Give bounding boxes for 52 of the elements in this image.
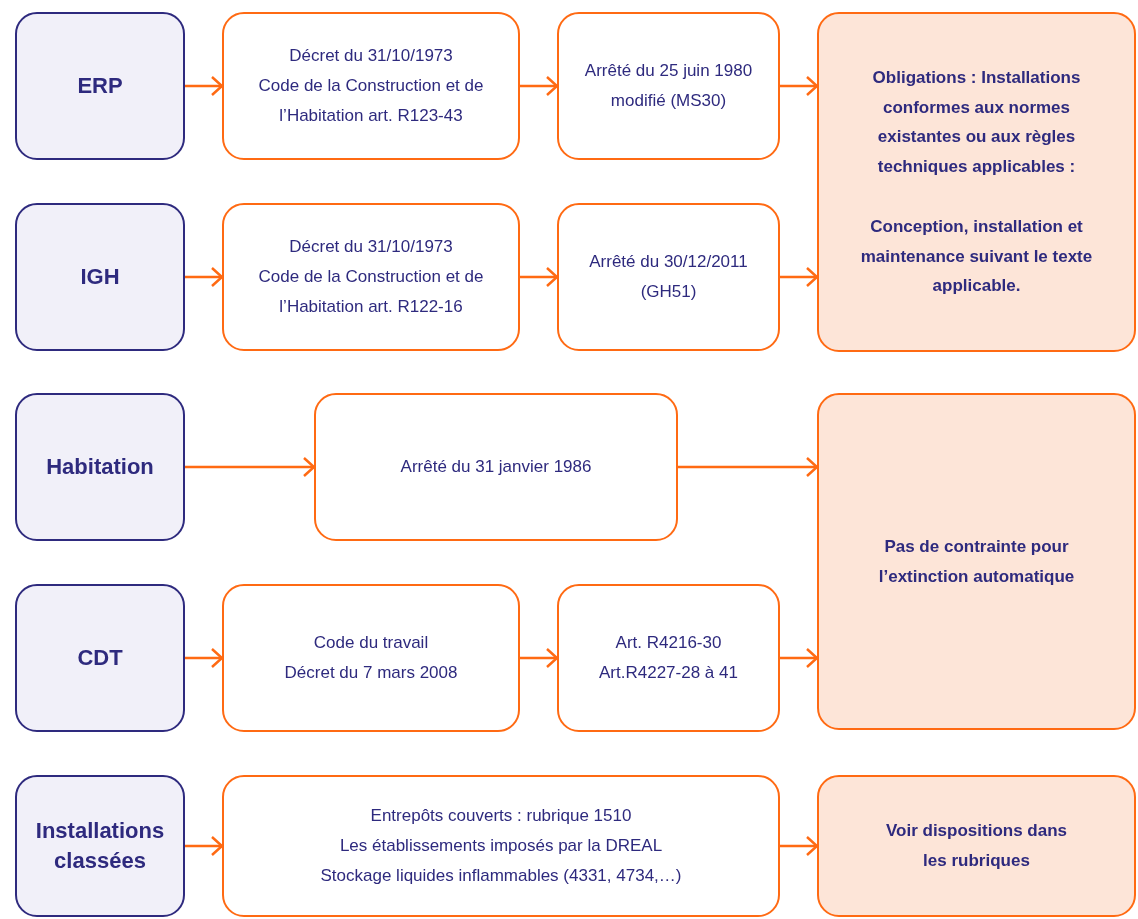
regulation-box [222,775,780,917]
node-text: Art.R4227-28 à 41 [598,662,739,684]
regulation-box [222,203,520,351]
node-text: Obligations : Installations conformes aux normes existantes ou aux règles techniques applicables : [871,66,1082,179]
regulation-box [557,12,780,160]
arrow [520,75,559,97]
arrow [185,835,224,857]
category-box [15,393,185,541]
node-text: ERP [76,72,124,101]
node-text: Décret du 7 mars 2008 [283,662,459,684]
regulation-box [314,393,678,541]
arrow [185,647,224,669]
node-text: Décret du 31/10/1973 [288,236,454,259]
arrow [780,835,819,857]
node-text: Code du travail [312,632,430,655]
node-text: Installations classées [34,817,166,875]
category-box [15,203,185,351]
node-text: Pas de contrainte pour l’extinction automatique [877,535,1076,588]
node-text: Stockage liquides inflammables (4331, 4734,…) [319,864,683,887]
node-text: Voir dispositions dans les rubriques [884,820,1068,872]
regulation-box [557,203,780,351]
node-text: CDT [76,644,124,673]
arrow [678,456,819,478]
arrow [185,266,224,288]
node-text: Arrêté du 25 juin 1980 modifié (MS30) [583,60,754,112]
arrow [780,647,819,669]
node-text: Conception, installation et maintenance suivant le texte applicable. [859,215,1094,298]
category-box [15,584,185,732]
node-text: Arrêté du 30/12/2011 (GH51) [588,251,749,303]
node-text: Habitation [45,453,155,482]
outcome-box [817,12,1136,352]
arrow [780,266,819,288]
node-text: Les établissements imposés par la DREAL [338,835,664,858]
regulation-box [557,584,780,732]
node-text: Art. R4216-30 [614,632,723,655]
arrow [780,75,819,97]
category-box [15,12,185,160]
node-text: Entrepôts couverts : rubrique 1510 [369,805,633,828]
regulation-box [222,584,520,732]
node-text: Code de la Construction et de l’Habitation art. R122-16 [257,266,485,318]
arrow [185,456,316,478]
category-box [15,775,185,917]
arrow [520,647,559,669]
regulation-box [222,12,520,160]
arrow [520,266,559,288]
node-text: Arrêté du 31 janvier 1986 [399,456,593,479]
node-text: IGH [79,263,121,292]
node-text: Décret du 31/10/1973 [288,45,454,68]
node-text: Code de la Construction et de l’Habitation art. R123-43 [257,75,485,127]
outcome-box [817,393,1136,730]
outcome-box [817,775,1136,917]
arrow [185,75,224,97]
